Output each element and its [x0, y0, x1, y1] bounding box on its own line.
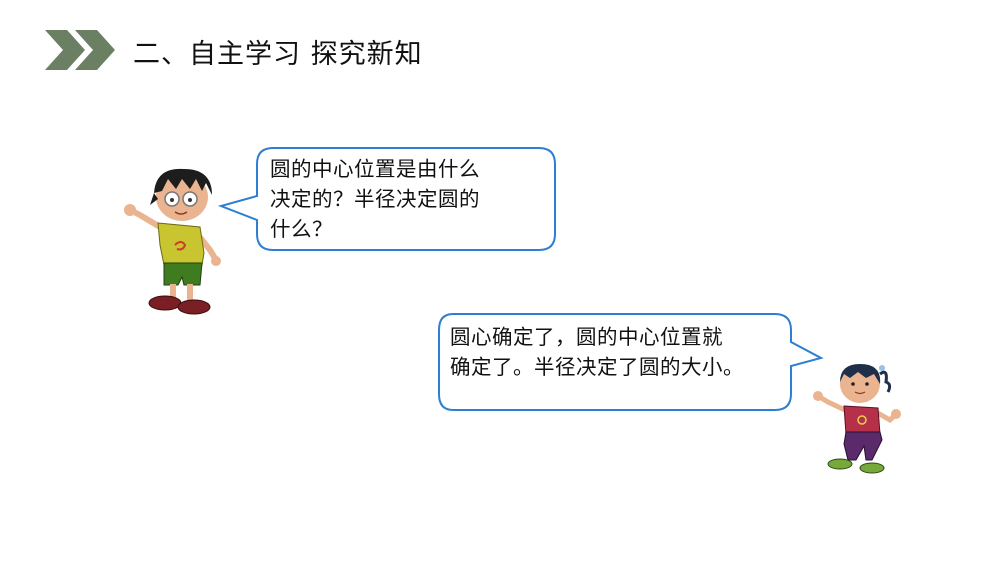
- page-title: 二、自主学习 探究新知: [133, 39, 423, 70]
- girl-answer-text: 圆心确定了，圆的中心位置就 确定了。半径决定了圆的大小。: [450, 325, 744, 379]
- boy-speech-bubble: 圆的中心位置是由什么 决定的？半径决定圆的 什么？: [215, 146, 560, 252]
- boy-question-text: 圆的中心位置是由什么 决定的？半径决定圆的 什么？: [270, 157, 480, 241]
- double-chevron-right-icon: [45, 30, 115, 70]
- speech-bubble-outline: [217, 147, 556, 251]
- speech-bubble-outline: [438, 313, 824, 411]
- girl-speech-bubble: 圆心确定了，圆的中心位置就 确定了。半径决定了圆的大小。: [437, 312, 827, 414]
- girl-cartoon-illustration: [813, 364, 901, 474]
- boy-cartoon-illustration: [124, 168, 221, 315]
